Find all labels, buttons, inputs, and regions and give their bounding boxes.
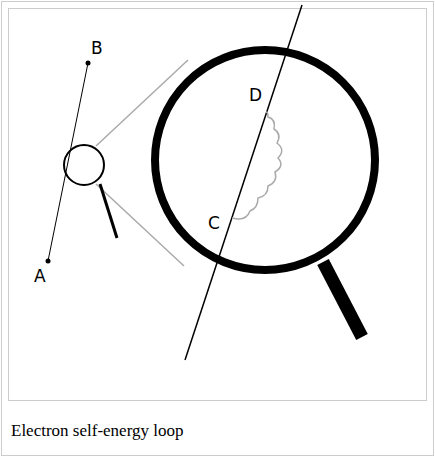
point-label: D <box>249 87 262 104</box>
figure-caption: Electron self-energy loop <box>11 421 183 441</box>
zoom-guide-line <box>96 184 184 266</box>
magnifier-lens <box>155 50 375 270</box>
electron-line <box>48 63 88 261</box>
point-dot <box>86 61 91 66</box>
point-label: C <box>208 215 220 232</box>
image-frame <box>9 9 427 401</box>
magnifier-handle <box>323 262 362 337</box>
magnifier-lens <box>64 145 104 185</box>
photon-line <box>232 112 282 219</box>
point-dot <box>46 259 51 264</box>
point-label: B <box>91 40 103 57</box>
magnifier-handle <box>100 184 117 238</box>
electron-line <box>185 5 302 360</box>
point-label: A <box>34 268 46 285</box>
